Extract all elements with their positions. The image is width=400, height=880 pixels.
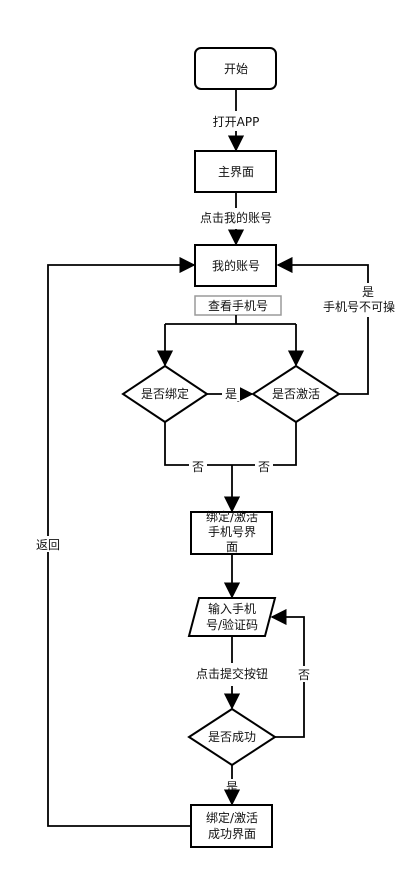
bind-page-label-line3: 面 — [226, 540, 238, 554]
is-success-label: 是否成功 — [208, 730, 256, 744]
edge-activated-yes-label: 是 — [362, 285, 374, 299]
success-label-line2: 成功界面 — [208, 827, 256, 841]
bind-page-label-line2: 手机号界 — [208, 525, 256, 539]
success-page-node: 绑定/激活 成功界面 — [190, 804, 273, 848]
main-screen-node: 主界面 — [194, 150, 277, 193]
main-screen-label: 主界面 — [218, 165, 254, 179]
is-bound-decision: 是否绑定 — [121, 364, 209, 424]
edge-activated-yes-loop — [276, 256, 369, 395]
edge-click-account-label: 点击我的账号 — [200, 210, 272, 225]
bind-page-label-line1: 绑定/激活 — [206, 509, 258, 524]
is-success-decision: 是否成功 — [187, 707, 277, 767]
is-activated-decision: 是否激活 — [251, 364, 341, 424]
edge-open-app-label: 打开APP — [213, 115, 260, 129]
edge-back-loop — [47, 256, 196, 827]
input-label-line2: 号/验证码 — [206, 617, 258, 632]
my-account-node: 我的账号 — [194, 244, 277, 287]
is-bound-label: 是否绑定 — [141, 386, 189, 401]
bind-activate-page-node: 绑定/激活 手机号界 面 — [190, 509, 273, 555]
my-account-label: 我的账号 — [212, 258, 260, 273]
input-phone-code-node: 输入手机 号/验证码 — [187, 597, 277, 637]
edge-bound-no — [164, 422, 297, 466]
edge-click-submit-label: 点击提交按钮 — [196, 666, 268, 681]
start-label: 开始 — [224, 62, 248, 76]
edge-bound-no-label: 否 — [192, 460, 204, 474]
is-activated-label: 是否激活 — [272, 387, 320, 401]
view-phone-label: 查看手机号 — [208, 299, 268, 313]
view-phone-node: 查看手机号 — [194, 295, 282, 316]
edge-phone-not-operable-label: 手机号不可操 — [323, 299, 395, 314]
input-label-line1: 输入手机 — [208, 601, 256, 616]
success-label-line1: 绑定/激活 — [206, 810, 258, 825]
edge-back-label: 返回 — [36, 538, 60, 552]
edge-success-no-label: 否 — [298, 668, 310, 682]
edge-activated-no-label: 否 — [258, 460, 270, 474]
start-node: 开始 — [194, 47, 277, 90]
edge-bound-yes-label: 是 — [225, 387, 237, 401]
edge-success-yes-label: 是 — [226, 780, 238, 794]
